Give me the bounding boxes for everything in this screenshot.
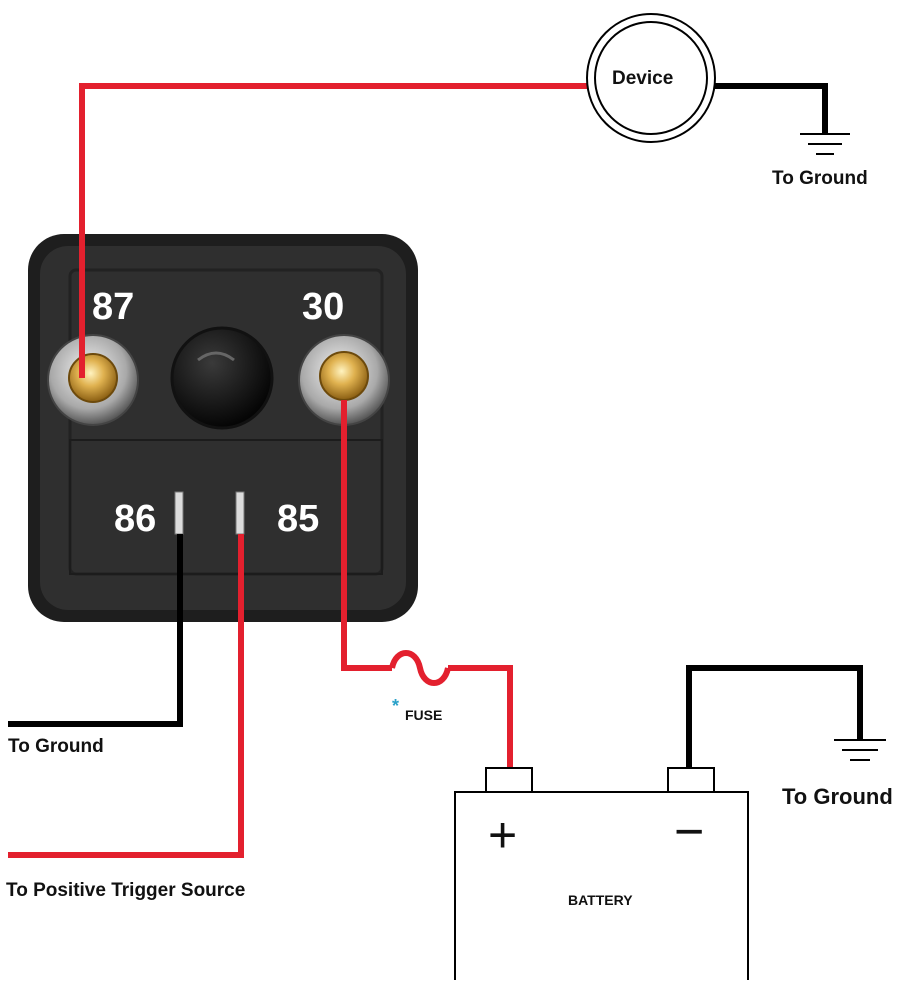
terminal-86-blade (174, 491, 184, 535)
terminal-87-label: 87 (92, 286, 135, 328)
relay-center-knob (170, 326, 274, 430)
battery-negative-symbol: − (674, 803, 705, 861)
ground-symbol-top (800, 133, 850, 155)
wire-85-to-trigger (8, 534, 244, 858)
fuse-label: FUSE (405, 707, 443, 723)
wire-30-to-fuse (341, 400, 392, 671)
fuse-symbol (389, 650, 451, 686)
battery-positive-symbol: + (488, 807, 518, 863)
battery-symbol (454, 767, 749, 980)
terminal-85-blade (235, 491, 245, 535)
fuse-marker: * (392, 696, 400, 716)
device-label: Device (612, 68, 674, 89)
trigger-source-label: To Positive Trigger Source (6, 880, 246, 901)
ground-label-battery: To Ground (782, 784, 893, 809)
terminal-86-label: 86 (114, 498, 157, 540)
ground-label-86: To Ground (8, 736, 104, 757)
ground-label-device: To Ground (772, 168, 868, 189)
terminal-85-label: 85 (277, 498, 320, 540)
wire-fuse-to-battery (448, 665, 513, 768)
terminal-87-post (47, 334, 139, 426)
terminal-30-label: 30 (302, 286, 345, 328)
wire-battery-negative-ground (686, 665, 863, 768)
wire-device-ground (715, 83, 828, 134)
wire-87-to-device (79, 83, 592, 378)
ground-symbol-right (834, 739, 886, 761)
wire-86-to-ground (8, 534, 183, 727)
battery-label: BATTERY (568, 892, 633, 908)
device-symbol (586, 13, 716, 143)
